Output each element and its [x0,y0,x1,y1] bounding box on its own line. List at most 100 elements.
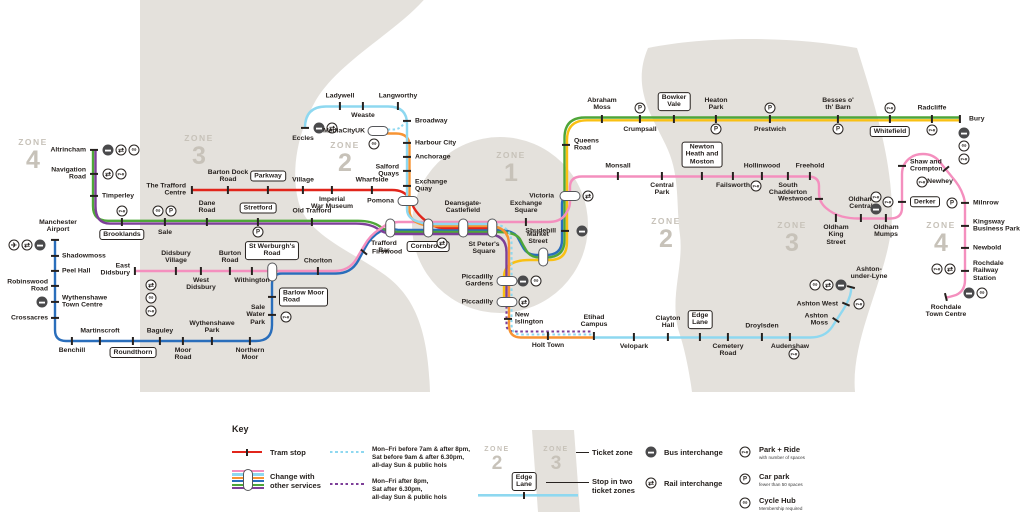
station-tick [90,172,98,176]
station-label: Peel Hall [62,267,91,275]
station-interchange-marker [367,126,389,136]
station-tick [90,148,98,152]
station-label: New Islington [515,311,544,326]
station-label: Baguley [146,327,174,335]
station-label: Cornbrook [406,241,450,253]
key-car-sub: fewer than 50 spaces [759,482,803,487]
key-offpeak2-label: Mon–Fri after 8pm, Sat after 6.30pm, all… [372,478,447,501]
station-label: Ladywell [325,92,355,100]
station-tick [163,218,167,226]
station-tick [958,115,962,123]
station-label: Heaton Park [704,97,728,112]
station-tick [248,337,252,345]
rail-interchange-icon: ⇄ [115,144,127,156]
car-park-icon: P [764,102,776,114]
station-tick [888,115,892,123]
station-label: Dane Road [198,200,216,215]
line-eccles-city [303,105,490,226]
station-interchange-marker [423,218,433,238]
station-tick [316,267,320,275]
key-title: Key [232,424,249,434]
car-park-icon: P [252,226,264,238]
station-interchange-marker [559,191,581,201]
station-tick [859,214,863,222]
cycle-hub-icon: ∞ [152,205,164,217]
station-label: Old Trafford [292,207,332,215]
station-label: Milnrow [973,199,999,207]
station-tick [310,218,314,226]
station-label: Besses o' th' Barn [822,97,854,112]
cycle-hub-icon: ∞ [368,138,380,150]
station-label: Martinscroft [80,327,120,335]
cycle-hub-icon: ∞ [530,275,542,287]
station-tick [403,119,411,123]
cycle-hub-icon: ∞ [145,292,157,304]
station-label: Victoria [529,192,554,200]
station-tick [786,172,790,180]
station-tick [199,267,203,275]
station-tick [361,102,365,110]
station-tick [51,254,59,258]
key-cycle-sub: Membership required [759,506,803,511]
station-tick [266,186,270,194]
station-tick [396,102,400,110]
rail-interchange-icon: ⇄ [518,296,530,308]
bus-interchange-icon: ▬ [870,203,882,215]
station-tick [714,115,718,123]
station-label: Crumpsall [623,126,657,133]
station-label: Barlow Moor Road [279,287,329,307]
station-label: Ashton- under-Lyne [850,266,888,281]
station-label: Edge Lane [687,310,713,329]
key-car-label: Car park [759,472,790,481]
station-label: St Peter's Square [468,241,500,256]
station-tick [158,337,162,345]
station-tick [174,267,178,275]
station-tick [403,141,411,145]
station-tick [666,333,670,341]
cycle-hub-icon: ∞ [976,287,988,299]
station-label: Clayton Hall [655,315,681,330]
station-tick [256,218,260,226]
station-label: Sale Water Park [246,303,265,326]
station-label: The Trafford Centre [146,182,186,197]
park-ride-icon: P+R [870,191,882,203]
bus-interchange-icon: ▬ [313,122,325,134]
station-label: Moor Road [174,347,192,362]
station-tick [788,333,792,341]
rail-interchange-icon: ⇄ [582,190,594,202]
station-label: Sale [158,229,172,236]
rail-interchange-icon: ⇄ [21,239,33,251]
station-label: Crossacres [10,314,48,322]
station-label: Cemetery Road [712,343,744,358]
key-ticket-zone-label: Ticket zone [592,448,633,457]
station-label: Benchill [58,347,86,354]
key-pr-sub: with number of spaces [759,455,805,460]
park-ride-icon: P+R [882,196,894,208]
station-tick [660,172,664,180]
cycle-hub-icon: ∞ [958,140,970,152]
station-label: Central Park [650,182,674,197]
key-ticket-zone-leader [576,452,589,453]
park-ride-icon: P+R [750,180,762,192]
station-label: Etihad Campus [580,314,608,329]
station-label: Bury [969,115,985,123]
station-interchange-marker [458,218,468,238]
station-label: Shudehill [525,227,556,235]
station-label: Bowker Vale [657,92,691,111]
park-ride-icon: P+R [958,153,970,165]
station-interchange-marker [538,247,548,267]
rail-interchange-icon: ⇄ [436,237,448,249]
station-tick [884,214,888,222]
station-label: Droylsden [745,322,779,330]
rail-interchange-icon: ⇄ [145,279,157,291]
station-tick [961,224,969,228]
station-tick [731,172,735,180]
station-label: Anchorage [415,153,451,161]
station-label: Oldham Mumps [873,224,899,239]
key-cycle-label: Cycle Hub [759,496,796,505]
park-ride-icon: P+R [739,446,751,458]
